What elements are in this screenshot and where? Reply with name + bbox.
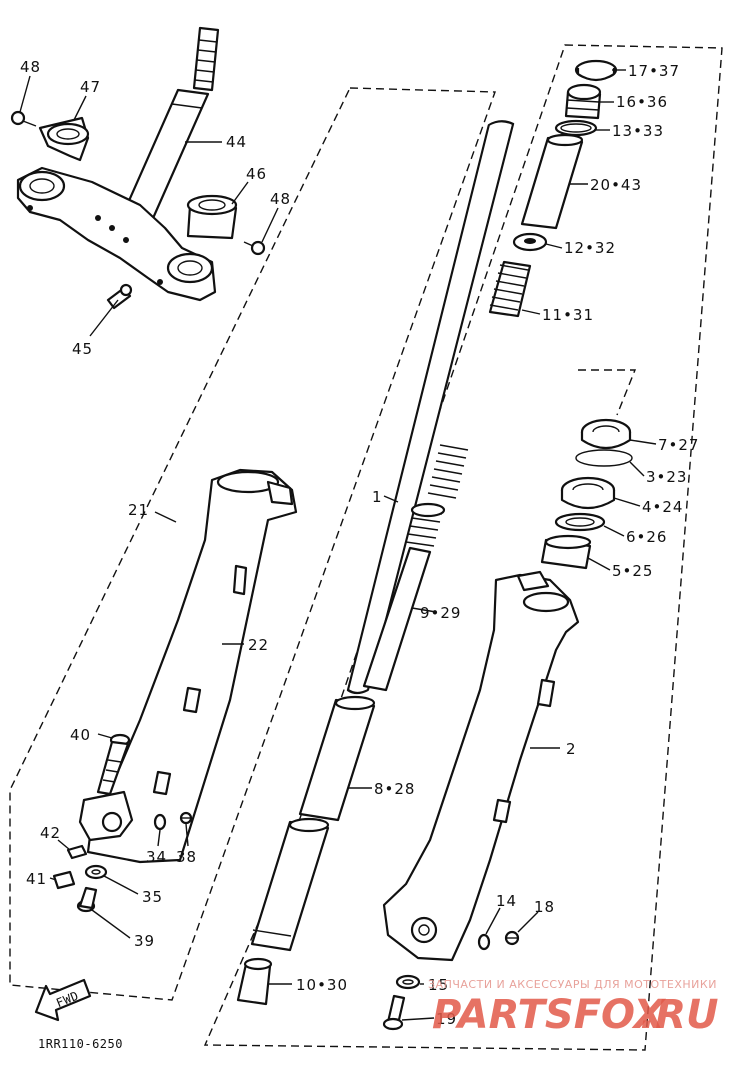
label-21: 21 [128, 501, 149, 519]
seal-kit-outline [578, 369, 637, 416]
label-39: 39 [134, 932, 155, 950]
bolt-40 [96, 733, 131, 796]
washer-35 [84, 864, 108, 880]
label-40: 40 [70, 726, 91, 744]
label-47: 47 [80, 78, 101, 96]
screw-18 [504, 930, 520, 946]
fork-spring-11 [488, 260, 532, 318]
label-38: 38 [176, 848, 197, 866]
washer-15 [395, 974, 421, 990]
label-13-33: 13•33 [612, 122, 664, 140]
oil-seal-4 [560, 476, 616, 510]
damper-spring-upper [427, 444, 469, 499]
watermark-brand: PARTSFOX [432, 992, 667, 1038]
watermark: ЗАПЧАСТИ И АКСЕССУАРЫ ДЛЯ МОТОТЕХНИКИ PA… [428, 978, 718, 1038]
label-19: 19 [436, 1010, 457, 1028]
label-12-32: 12•32 [564, 239, 616, 257]
label-1: 1 [372, 488, 383, 506]
watermark-tagline: ЗАПЧАСТИ И АКСЕССУАРЫ ДЛЯ МОТОТЕХНИКИ [428, 978, 717, 991]
dust-seal-7 [580, 418, 632, 450]
o-ring-13 [554, 119, 598, 137]
part-labels: 48 47 44 46 48 45 17•37 16•36 13•33 20•4… [20, 58, 699, 1028]
spring-seat-12 [512, 232, 548, 252]
outer-sleeve-8 [298, 695, 376, 822]
label-4-24: 4•24 [642, 498, 683, 516]
label-14: 14 [496, 892, 517, 910]
bolt-48a [10, 110, 37, 127]
fwd-arrow: FWD [34, 978, 92, 1022]
label-11-31: 11•31 [542, 306, 594, 324]
label-9-29: 9•29 [420, 604, 461, 622]
label-16-36: 16•36 [616, 93, 668, 111]
washer-6 [554, 512, 606, 532]
label-6-26: 6•26 [626, 528, 667, 546]
right-fork-assembly-outline [203, 44, 723, 1051]
label-34: 34 [146, 848, 167, 866]
slide-metal-5 [540, 534, 592, 570]
axle-clamp-left [78, 790, 134, 842]
label-46: 46 [246, 165, 267, 183]
leader-lines [19, 69, 657, 1021]
label-3-23: 3•23 [646, 468, 687, 486]
part-code: 1RR110-6250 [38, 1037, 123, 1051]
label-20-43: 20•43 [590, 176, 642, 194]
bolt-39 [76, 886, 98, 913]
label-5-25: 5•25 [612, 562, 653, 580]
damper-rod-9 [362, 502, 446, 692]
circlip-3 [575, 449, 633, 467]
bolt-19 [382, 994, 406, 1031]
oil-lock-piece-10 [236, 957, 273, 1006]
cap-bolt-16 [564, 83, 602, 120]
outer-tube-22 [86, 468, 298, 864]
label-2: 2 [566, 740, 577, 758]
bolt-45 [106, 283, 133, 310]
label-42: 42 [40, 824, 61, 842]
bolt-48b [243, 240, 266, 256]
steering-stem-44 [118, 26, 220, 227]
outer-tube-2 [382, 570, 580, 962]
label-45: 45 [72, 340, 93, 358]
spacer-20 [520, 133, 584, 230]
screw-38 [179, 811, 193, 825]
label-44: 44 [226, 133, 247, 151]
clamp-46 [186, 194, 238, 240]
label-10-30: 10•30 [296, 976, 348, 994]
inner-tube-1 [346, 120, 515, 695]
cap-17 [574, 59, 618, 82]
label-18: 18 [534, 898, 555, 916]
under-bracket-triple-clamp [16, 166, 217, 302]
label-15: 15 [428, 976, 449, 994]
outer-sleeve-lower [250, 817, 330, 952]
watermark-domain: .RU [640, 992, 718, 1038]
upper-bracket-47 [38, 116, 90, 162]
label-8-28: 8•28 [374, 780, 415, 798]
left-fork-assembly-outline [9, 87, 496, 1001]
label-48-top: 48 [20, 58, 41, 76]
washer-14 [477, 933, 491, 951]
washer-34 [153, 813, 167, 831]
label-17-37: 17•37 [628, 62, 680, 80]
label-22: 22 [248, 636, 269, 654]
label-7-27: 7•27 [658, 436, 699, 454]
washer-42 [66, 844, 88, 860]
nut-41 [52, 870, 76, 890]
label-41: 41 [26, 870, 47, 888]
label-48-right: 48 [270, 190, 291, 208]
label-35: 35 [142, 888, 163, 906]
